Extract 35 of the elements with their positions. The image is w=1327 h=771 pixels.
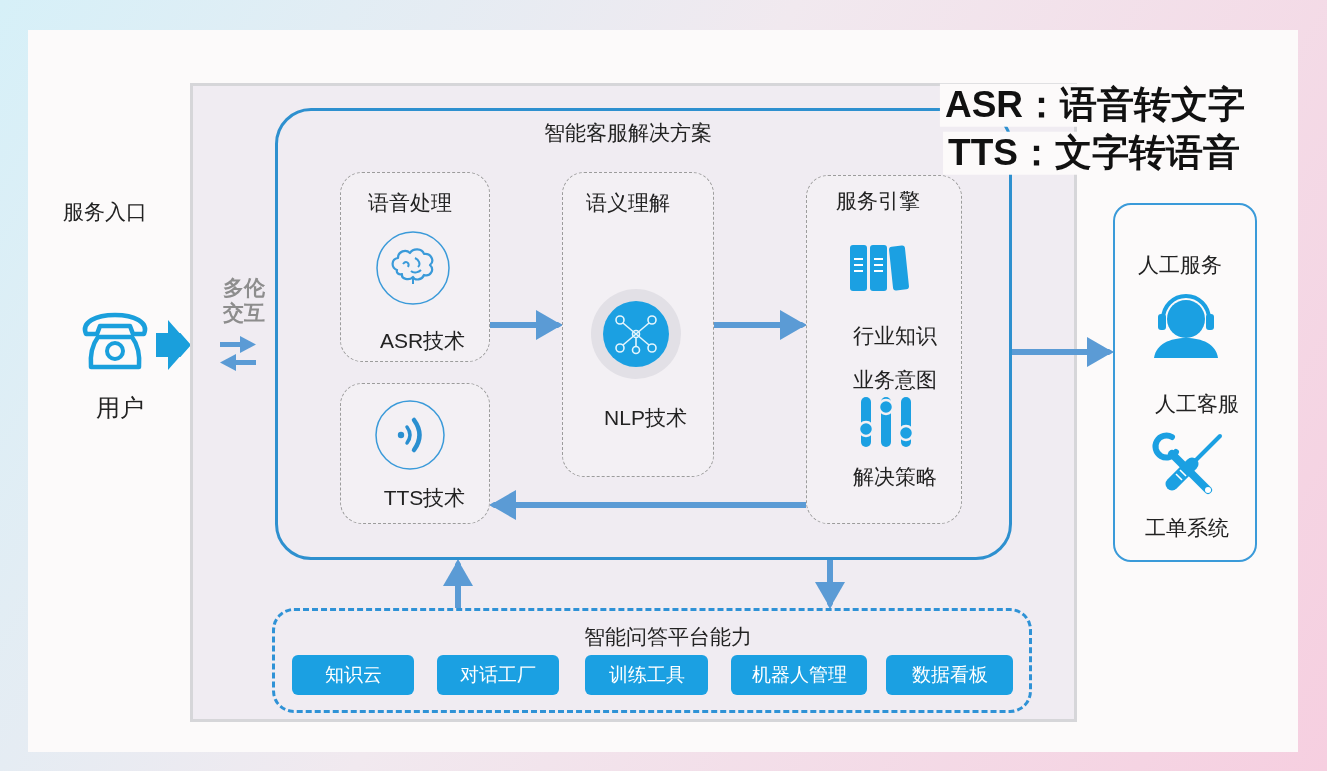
node-label: 人工客服 xyxy=(1154,391,1239,416)
node-label: TTS技术 xyxy=(383,485,466,510)
arrow xyxy=(714,310,806,340)
node-label: NLP技术 xyxy=(604,405,687,430)
user-label: 用户 xyxy=(96,394,144,422)
arrow xyxy=(490,490,806,520)
dashed-box xyxy=(272,608,1032,713)
node-label: 业务意图 xyxy=(852,367,937,392)
node-label: 解决策略 xyxy=(852,464,937,489)
arrow xyxy=(490,310,562,340)
rounded-box xyxy=(1113,203,1257,562)
arrow xyxy=(1012,337,1113,367)
feature-box: 机器人管理 xyxy=(731,655,867,695)
box-title: 智能客服解决方案 xyxy=(544,120,712,146)
section-label: 服务入口 xyxy=(63,199,147,225)
arrow xyxy=(443,560,473,608)
node-label: 工单系统 xyxy=(1144,515,1229,540)
box-title: 服务引擎 xyxy=(835,188,920,213)
node-label: 行业知识 xyxy=(852,323,937,348)
arrow xyxy=(156,320,190,370)
dashed-box xyxy=(340,172,490,362)
feature-box: 知识云 xyxy=(292,655,414,695)
box-title: 智能问答平台能力 xyxy=(584,624,752,650)
box-title: 人工服务 xyxy=(1137,252,1222,277)
box-title: 语音处理 xyxy=(367,190,452,215)
dashed-box xyxy=(340,383,490,524)
arrow xyxy=(815,560,845,608)
feature-box: 对话工厂 xyxy=(437,655,559,695)
node-label: ASR技术 xyxy=(379,328,466,353)
dashed-box xyxy=(806,175,962,524)
interaction-label: 多伦交互 xyxy=(222,274,266,326)
feature-box: 数据看板 xyxy=(886,655,1013,695)
dashed-box xyxy=(562,172,714,477)
feature-box: 训练工具 xyxy=(585,655,708,695)
box-title: 语义理解 xyxy=(585,190,670,215)
